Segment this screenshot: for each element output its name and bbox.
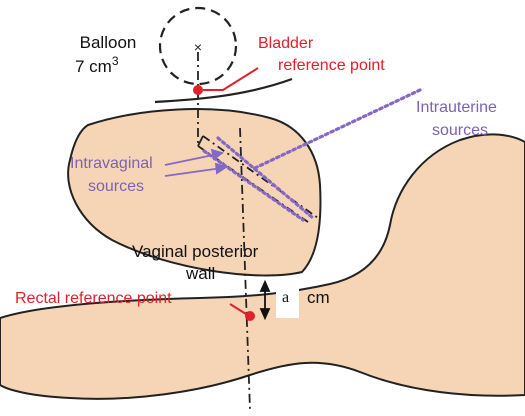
intrauterine-label-line2: sources <box>432 122 488 139</box>
distance-arrow <box>259 279 271 321</box>
vaginal-wall-label-line2: wall <box>185 264 215 283</box>
intravaginal-source-1 <box>202 149 305 222</box>
balloon-center-mark: × <box>194 39 202 55</box>
intravaginal-pointer-arrows <box>164 148 229 177</box>
vaginal-wall-label-line1: Vaginal posterior <box>132 242 259 261</box>
intrauterine-label-line1: Intrauterine <box>416 99 497 116</box>
bladder-wall-line <box>154 77 293 104</box>
vaginal-tissue <box>67 108 322 277</box>
distance-variable: a <box>282 289 289 306</box>
bladder-reference-point <box>193 85 203 95</box>
bladder-pointer-line <box>203 67 259 91</box>
intravaginal-label-line2: sources <box>88 178 144 195</box>
distance-box <box>276 285 299 318</box>
rectal-reference-point <box>245 311 255 321</box>
reference-axis <box>239 127 251 411</box>
rectal-pointer-line <box>229 303 247 315</box>
rectum-tissue <box>0 133 525 400</box>
balloon-volume-superscript: 3 <box>112 54 119 68</box>
bladder-label-line2: reference point <box>278 57 385 74</box>
distance-unit: cm <box>307 288 330 307</box>
intravaginal-source-2 <box>216 136 315 220</box>
intravaginal-label-line1: Intravaginal <box>70 155 153 172</box>
balloon-volume-label: 7 cm3 <box>75 54 119 76</box>
bladder-label-line1: Bladder <box>258 35 314 52</box>
balloon-label: Balloon <box>80 33 137 52</box>
balloon-circle <box>158 6 238 86</box>
rectal-label: Rectal reference point <box>15 290 172 307</box>
intrauterine-source <box>253 88 422 170</box>
